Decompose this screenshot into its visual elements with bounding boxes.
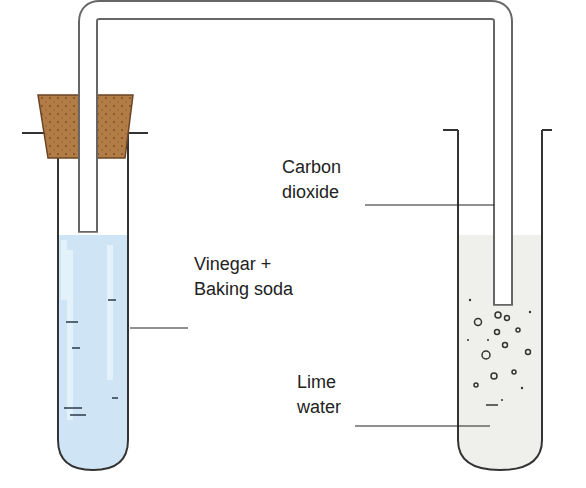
vinegar-liquid	[59, 235, 127, 469]
leader-line	[365, 204, 494, 205]
delivery-tube	[88, 10, 503, 305]
liquid-highlight	[64, 240, 110, 420]
test-tube	[458, 130, 542, 470]
delivery-tube-inner	[88, 10, 503, 304]
gas-bubbles	[474, 312, 531, 387]
tube-end	[78, 232, 513, 305]
part-label: Vinegar + Baking soda	[194, 252, 306, 302]
gas-dots	[467, 299, 531, 401]
tube-rim	[443, 129, 552, 131]
liquid-marks	[64, 300, 118, 415]
part-label: Carbon dioxide	[282, 155, 362, 205]
leader-line	[355, 425, 490, 426]
liquid-marks	[486, 404, 498, 406]
part-label: Lime water	[297, 370, 353, 420]
leader-line	[130, 327, 188, 328]
